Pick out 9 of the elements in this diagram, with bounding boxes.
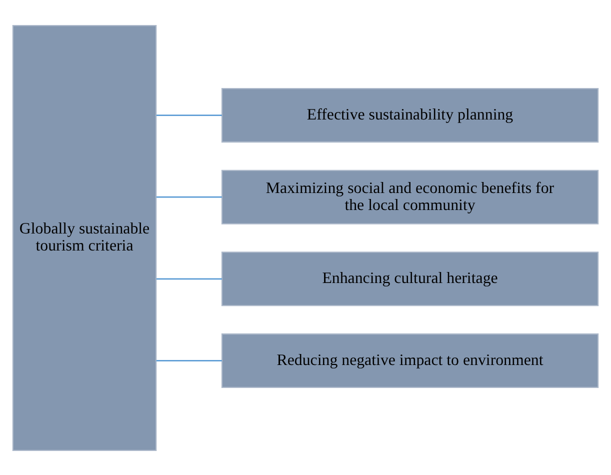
node-box: Effective sustainability planning xyxy=(221,88,599,142)
node-box: Enhancing cultural heritage xyxy=(221,251,599,306)
connector xyxy=(156,196,222,198)
node-box: Reducing negative impact to environment xyxy=(221,332,599,388)
node-box: Maximizing social and economic benefits for the local community xyxy=(221,169,599,224)
connector xyxy=(156,360,222,361)
node-box: Globally sustainable tourism criteria xyxy=(12,24,157,451)
connector xyxy=(156,278,222,280)
connector xyxy=(156,114,222,116)
